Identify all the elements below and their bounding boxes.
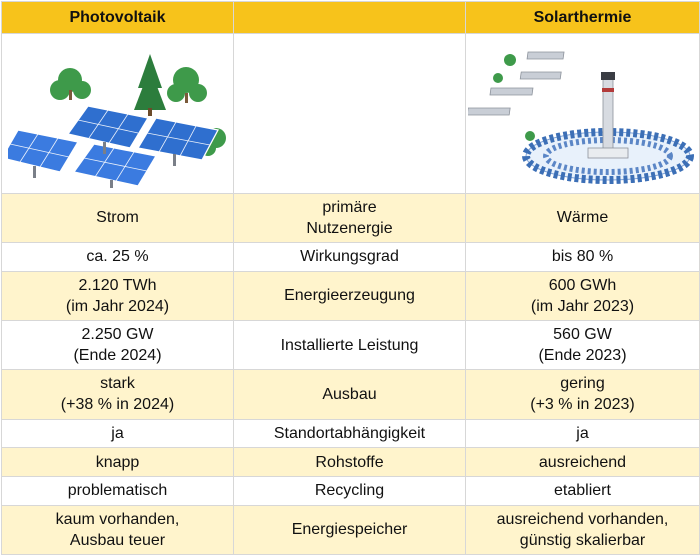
criterion-cell: Energieerzeugung: [233, 270, 466, 322]
pv-cell: 2.120 TWh (im Jahr 2024): [1, 270, 234, 322]
table-row: 2.250 GW (Ende 2024) Installierte Leistu…: [1, 320, 700, 371]
pv-cell: ca. 25 %: [1, 242, 234, 272]
st-cell: ja: [465, 418, 700, 449]
criterion-cell: Energiespeicher: [233, 504, 466, 556]
table-row: problematisch Recycling etabliert: [1, 475, 700, 506]
pv-cell: stark (+38 % in 2024): [1, 369, 234, 420]
criterion-cell: Installierte Leistung: [233, 320, 466, 371]
table-row: kaum vorhanden, Ausbau teuer Energiespei…: [1, 504, 700, 556]
pv-cell: kaum vorhanden, Ausbau teuer: [1, 504, 234, 556]
criterion-cell: Standortabhängigkeit: [233, 418, 466, 449]
pv-cell: problematisch: [1, 475, 234, 506]
st-cell: ausreichend: [465, 447, 700, 477]
header-row: Photovoltaik Solarthermie: [1, 1, 700, 34]
st-cell: gering (+3 % in 2023): [465, 369, 700, 420]
criterion-cell: Recycling: [233, 475, 466, 506]
table-row: Strom primäre Nutzenergie Wärme: [1, 192, 700, 244]
pv-cell: knapp: [1, 447, 234, 477]
solarthermal-image-cell: [465, 32, 700, 194]
criterion-cell: primäre Nutzenergie: [233, 192, 466, 244]
image-row: [1, 32, 700, 194]
pv-cell: 2.250 GW (Ende 2024): [1, 320, 234, 371]
pv-cell: ja: [1, 418, 234, 449]
table-row: ca. 25 % Wirkungsgrad bis 80 %: [1, 242, 700, 272]
st-cell: ausreichend vorhanden, günstig skalierba…: [465, 504, 700, 556]
empty-image-cell: [233, 32, 466, 194]
header-empty: [233, 1, 466, 34]
st-cell: 600 GWh (im Jahr 2023): [465, 270, 700, 322]
table-row: ja Standortabhängigkeit ja: [1, 418, 700, 449]
table-row: 2.120 TWh (im Jahr 2024) Energieerzeugun…: [1, 270, 700, 322]
criterion-cell: Wirkungsgrad: [233, 242, 466, 272]
pv-cell: Strom: [1, 192, 234, 244]
header-solarthermie: Solarthermie: [465, 1, 700, 34]
st-cell: etabliert: [465, 475, 700, 506]
header-photovoltaik: Photovoltaik: [1, 1, 234, 34]
solar-thermal-tower-icon: [467, 51, 694, 185]
st-cell: 560 GW (Ende 2023): [465, 320, 700, 371]
st-cell: Wärme: [465, 192, 700, 244]
st-cell: bis 80 %: [465, 242, 700, 272]
criterion-cell: Ausbau: [233, 369, 466, 420]
criterion-cell: Rohstoffe: [233, 447, 466, 477]
photovoltaic-panels-icon: [7, 54, 226, 189]
table-row: knapp Rohstoffe ausreichend: [1, 447, 700, 477]
table-row: stark (+38 % in 2024) Ausbau gering (+3 …: [1, 369, 700, 420]
photovoltaic-image-cell: [1, 32, 234, 194]
